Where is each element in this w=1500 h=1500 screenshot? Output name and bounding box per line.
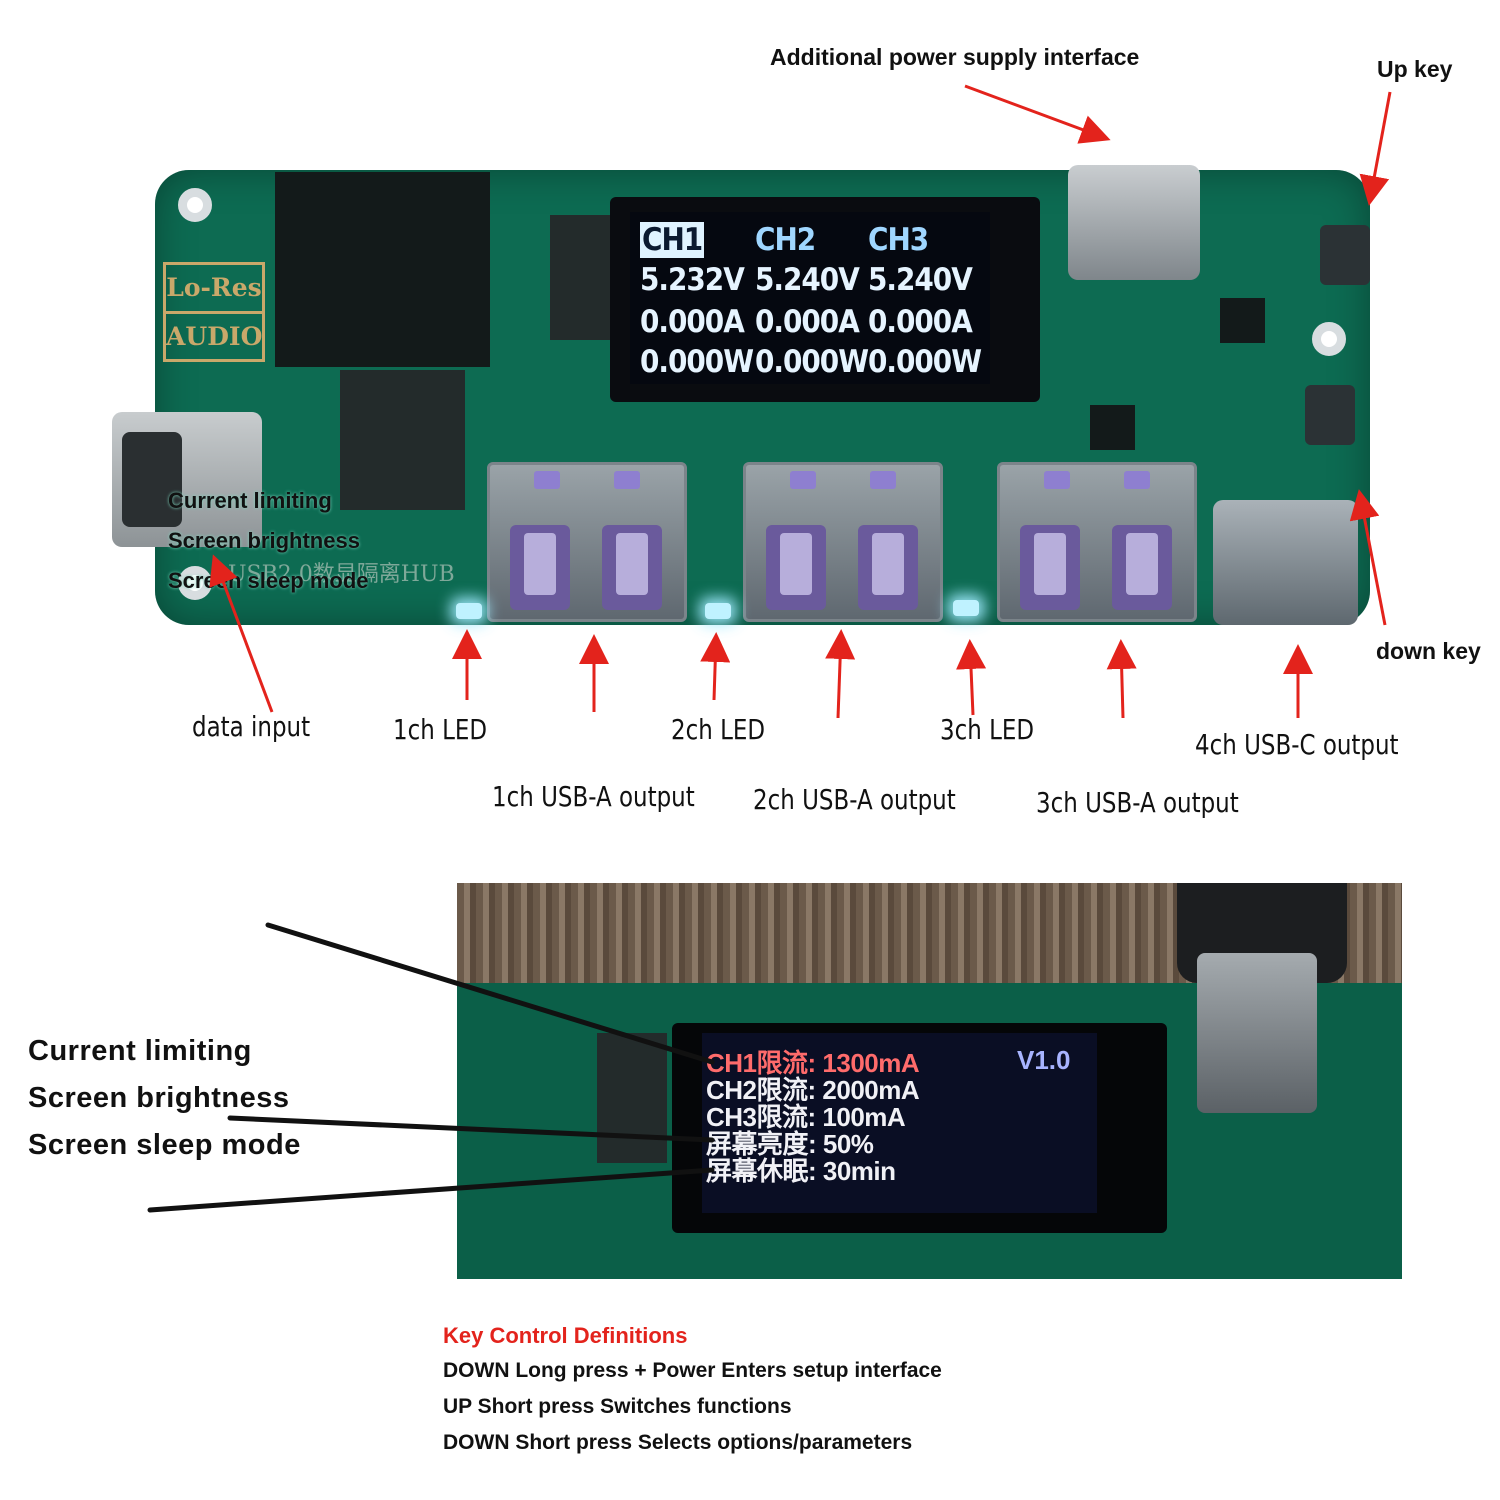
ch2-header: CH2 xyxy=(755,222,816,258)
usba-port-3 xyxy=(997,462,1197,622)
key-definitions-title: Key Control Definitions xyxy=(443,1323,688,1348)
ch1-current: 0.000A xyxy=(640,304,745,340)
usba-port-2 xyxy=(743,462,943,622)
label-down-key: down key xyxy=(1376,638,1481,664)
setup-line-brightness: 屏幕亮度: 50% xyxy=(706,1129,874,1159)
pointer-line-screen-brightness xyxy=(227,1115,715,1143)
arrow-down-key xyxy=(1349,489,1387,626)
label-up-key: Up key xyxy=(1377,56,1453,82)
mounting-hole xyxy=(178,188,212,222)
firmware-version: V1.0 xyxy=(1017,1045,1071,1075)
pointer-line-current-limiting xyxy=(265,922,715,1065)
label-data-input: data input xyxy=(192,710,311,743)
usbc-output-port xyxy=(1213,500,1358,625)
setup-line-sleep: 屏幕休眠: 30min xyxy=(706,1156,896,1186)
ch3-current: 0.000A xyxy=(868,304,973,340)
data-input-port-slot xyxy=(122,432,182,527)
inductor-chip xyxy=(550,215,612,340)
arrow-up-key xyxy=(1359,91,1392,206)
key-definition-1: DOWN Long press + Power Enters setup int… xyxy=(443,1359,942,1382)
setting-label-screen-sleep: Screen sleep mode xyxy=(28,1129,301,1161)
ch2-power: 0.000W xyxy=(755,344,869,380)
logo-line-2: AUDIO xyxy=(166,311,262,360)
oled-display: CH1 CH2 CH3 5.232V 5.240V 5.240V 0.000A … xyxy=(630,212,990,384)
mounting-hole xyxy=(1312,322,1346,356)
logo-line-1: Lo-Res xyxy=(166,273,262,302)
label-ch4-usbc: 4ch USB-C output xyxy=(1195,728,1399,761)
mounting-hole xyxy=(178,566,212,600)
photo-oled-screen: V1.0 CH1限流: 1300mA CH2限流: 2000mA CH3限流: … xyxy=(702,1033,1097,1213)
setting-label-current-limiting: Current limiting xyxy=(28,1035,252,1067)
pcb-silkscreen: USB2.0数显隔离HUB xyxy=(228,562,455,587)
label-ch1-usba: 1ch USB-A output xyxy=(492,780,695,813)
usb-plug xyxy=(1197,953,1317,1113)
isolator-chip xyxy=(340,370,465,510)
arrow-ch3-usba xyxy=(1106,639,1137,719)
label-ch3-usba: 3ch USB-A output xyxy=(1036,786,1239,819)
ch3-voltage: 5.240V xyxy=(868,262,973,298)
up-key-button xyxy=(1320,225,1370,285)
setup-line-ch1: CH1限流: 1300mA xyxy=(706,1048,920,1078)
pointer-line-screen-sleep xyxy=(147,1167,715,1213)
key-definition-3: DOWN Short press Selects options/paramet… xyxy=(443,1431,913,1454)
ch1-led xyxy=(456,603,482,619)
ch1-power: 0.000W xyxy=(640,344,754,380)
ch3-led xyxy=(953,600,979,616)
setting-label-screen-brightness: Screen brightness xyxy=(28,1082,290,1114)
ch3-header: CH3 xyxy=(868,222,929,258)
brand-logo: Lo-Res AUDIO xyxy=(163,262,265,362)
board-overlay-screen-brightness: Screen brightness xyxy=(168,528,360,553)
label-ch2-led: 2ch LED xyxy=(671,713,766,746)
arrow-ch3-led xyxy=(956,639,987,716)
controller-chip xyxy=(1090,405,1135,450)
ch1-header: CH1 xyxy=(640,222,705,258)
setup-line-ch3: CH3限流: 100mA xyxy=(706,1102,906,1132)
ch3-power: 0.000W xyxy=(868,344,982,380)
ch2-voltage: 5.240V xyxy=(755,262,860,298)
photo-inductor xyxy=(597,1033,667,1163)
setup-line-ch2: CH2限流: 2000mA xyxy=(706,1075,920,1105)
board-overlay-screen-sleep: Screen sleep mode xyxy=(168,568,369,593)
arrow-data-input xyxy=(209,554,274,713)
key-definition-2: UP Short press Switches functions xyxy=(443,1395,792,1418)
ch1-voltage: 5.232V xyxy=(640,262,745,298)
usba-port-1 xyxy=(487,462,687,622)
arrow-ch2-led xyxy=(700,632,731,701)
arrow-additional-power xyxy=(964,84,1111,144)
ch2-led xyxy=(705,603,731,619)
down-key-button xyxy=(1305,385,1355,445)
label-ch3-led: 3ch LED xyxy=(940,713,1035,746)
controller-chip xyxy=(1220,298,1265,343)
transformer-block xyxy=(275,172,490,367)
label-ch1-led: 1ch LED xyxy=(393,713,488,746)
arrow-ch2-usba xyxy=(825,629,856,719)
label-additional-power: Additional power supply interface xyxy=(770,44,1140,70)
power-usbc-port xyxy=(1068,165,1200,280)
ch2-current: 0.000A xyxy=(755,304,860,340)
label-ch2-usba: 2ch USB-A output xyxy=(753,783,956,816)
board-overlay-current-limiting: Current limiting xyxy=(168,488,332,513)
